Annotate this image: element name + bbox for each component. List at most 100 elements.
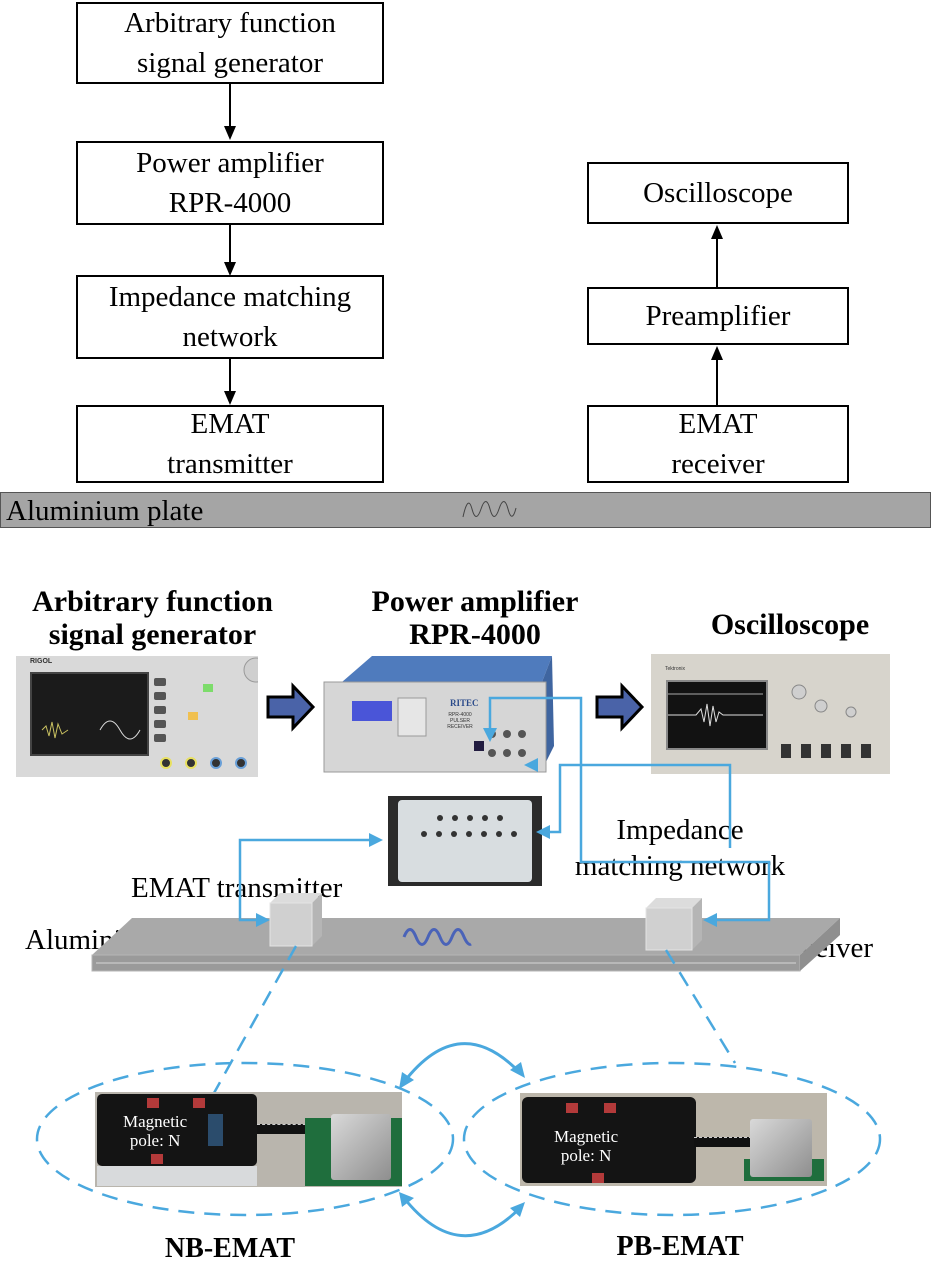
block-label: RPR-4000 <box>168 187 292 219</box>
network-pins <box>421 815 517 837</box>
magnet-cube <box>750 1119 812 1177</box>
flow-line <box>716 358 718 405</box>
flow-arrow-icon <box>595 682 645 732</box>
signal-generator-photo: RIGOL <box>16 656 258 777</box>
pole-label: Magnetic pole: N <box>123 1112 187 1150</box>
amplifier-brand: RITEC <box>450 698 479 708</box>
amplifier-top-cover <box>342 656 552 682</box>
scope-burst <box>668 703 763 727</box>
label-line: matching network <box>574 850 786 882</box>
label-line: Impedance <box>616 814 744 846</box>
bnc-connector <box>503 730 511 738</box>
bnc-connector <box>235 757 247 769</box>
scope-knob <box>814 699 828 713</box>
acrylic-base <box>97 1166 257 1186</box>
bnc-connector <box>160 757 172 769</box>
generator-sine <box>99 720 141 740</box>
bnc-connector <box>488 730 496 738</box>
label-emat-receiver: EMAT receiver <box>694 932 874 964</box>
title-line: Power amplifier <box>371 585 579 618</box>
arrow-left-icon <box>703 913 717 927</box>
arrow-head-icon <box>510 1202 525 1217</box>
title-line: signal generator <box>48 618 257 651</box>
flow-line <box>229 84 231 128</box>
block-label: receiver <box>671 448 765 480</box>
board-button <box>604 1103 616 1113</box>
block-emat-transmitter: EMAT transmitter <box>76 405 384 483</box>
block-label: signal generator <box>136 47 323 79</box>
title-signal-generator: Arbitrary function signal generator <box>20 585 285 651</box>
board-button <box>147 1098 159 1108</box>
block-label: EMAT <box>190 408 270 440</box>
hall-sensor <box>208 1114 223 1146</box>
arrow-down-icon <box>224 126 236 140</box>
board-button <box>592 1173 604 1183</box>
block-oscilloscope: Oscilloscope <box>587 162 849 224</box>
block-emat-receiver: EMAT receiver <box>587 405 849 483</box>
impedance-network-photo <box>388 796 542 886</box>
block-impedance-matching: Impedance matching network <box>76 275 384 359</box>
arrow-head-icon <box>510 1062 525 1078</box>
generator-key-orange <box>188 712 198 720</box>
bnc-connector <box>488 749 496 757</box>
flow-line <box>229 225 231 265</box>
scope-knob <box>845 706 857 718</box>
magnet-cube <box>331 1114 391 1180</box>
title-line: RPR-4000 <box>409 618 541 651</box>
board-button <box>193 1098 205 1108</box>
block-power-amplifier: Power amplifier RPR-4000 <box>76 141 384 225</box>
block-label: EMAT <box>678 408 758 440</box>
amplifier-power-switch <box>474 741 484 751</box>
scope-knob <box>791 684 807 700</box>
arrow-head-icon <box>399 1192 414 1207</box>
generator-key-green <box>203 684 213 692</box>
flow-arrow-icon <box>266 682 316 732</box>
generator-brand: RIGOL <box>30 658 53 665</box>
pb-emat-photo: Magnetic pole: N <box>520 1093 827 1186</box>
generator-knob <box>243 657 258 683</box>
oscilloscope-brand: Tektronix <box>665 666 686 672</box>
zoom-line-pb <box>664 949 737 1064</box>
label-impedance-network: Impedance matching network <box>560 812 800 884</box>
generator-waveform <box>41 721 69 739</box>
bnc-connector <box>518 730 526 738</box>
arrow-up-icon <box>711 346 723 360</box>
title-line: Arbitrary function <box>32 585 273 618</box>
block-signal-generator: Arbitrary function signal generator <box>76 2 384 84</box>
generator-button <box>154 706 166 714</box>
amplifier-lcd <box>352 701 392 721</box>
label-nb-emat: NB-EMAT <box>164 1233 296 1264</box>
generator-button <box>154 692 166 700</box>
label-emat-transmitter: EMAT transmitter <box>131 872 343 904</box>
nb-emat-photo: Magnetic pole: N <box>95 1092 402 1187</box>
generator-button <box>154 734 166 742</box>
bnc-connector <box>185 757 197 769</box>
block-label: Arbitrary function <box>124 7 336 39</box>
board-button <box>151 1154 163 1164</box>
arrow-head-icon <box>399 1072 414 1089</box>
label-pb-emat: PB-EMAT <box>616 1231 744 1262</box>
pole-label: Magnetic pole: N <box>554 1127 618 1165</box>
swap-arrow-top <box>402 1042 522 1083</box>
scope-input <box>821 744 831 758</box>
ruler <box>694 1137 792 1147</box>
block-label: network <box>182 321 278 353</box>
zoom-line-nb <box>212 945 298 1094</box>
title-line: Oscilloscope <box>710 608 870 641</box>
scope-input <box>841 744 851 758</box>
flow-line <box>716 237 718 287</box>
block-label: Oscilloscope <box>643 177 793 209</box>
generator-screen <box>30 672 149 756</box>
block-label: transmitter <box>167 448 293 480</box>
scope-input <box>781 744 791 758</box>
block-label: Impedance matching <box>108 281 352 313</box>
label-aluminium-plate: Aluminium plate <box>25 924 223 956</box>
pole-line: pole: N <box>560 1146 612 1165</box>
gauss-meter-board <box>97 1094 257 1166</box>
amplifier-keypad <box>397 697 427 737</box>
amplifier-panel-text: RPR-4000 PULSER RECEIVER <box>447 712 473 730</box>
plate-label: Aluminium plate <box>6 495 204 527</box>
generator-button <box>154 720 166 728</box>
title-power-amplifier: Power amplifier RPR-4000 <box>355 585 595 651</box>
arrow-right-icon <box>256 913 270 927</box>
